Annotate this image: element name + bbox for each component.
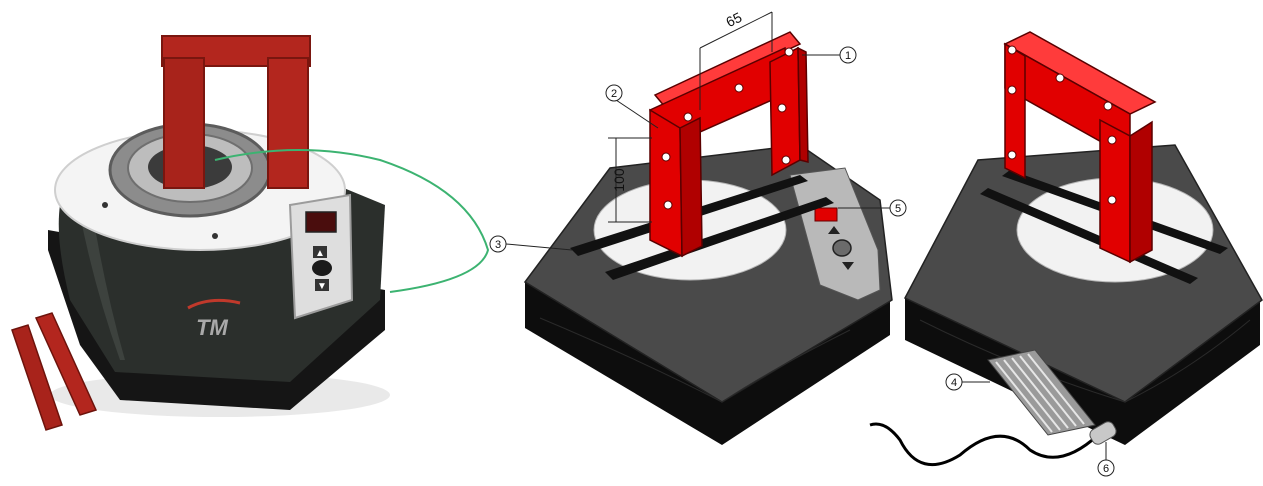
photo-yoke-leg-right (267, 57, 309, 189)
heater-diagram-front: 65 100 (523, 9, 893, 445)
photo-probe-wire (214, 149, 490, 293)
dim-width-line (699, 11, 773, 49)
photo-screw (102, 202, 108, 208)
callout-label-6: 6 (1103, 463, 1109, 475)
photo-screw (212, 233, 218, 239)
callout-circle-1 (839, 46, 857, 64)
back-yoke-bolts (1007, 45, 1117, 205)
photo-spare-bar (34, 312, 98, 416)
front-yoke-top-face (653, 31, 802, 108)
dim-width-label: 65 (723, 9, 744, 30)
callout-circle-3 (489, 235, 507, 253)
callouts: 1 2 3 4 5 6 (489, 46, 1115, 477)
callout-label-4: 4 (951, 377, 957, 389)
callout-circle-2 (605, 84, 623, 102)
front-display (814, 207, 838, 222)
photo-button-up-label: ▲ (315, 248, 325, 259)
callout-circle-6 (1097, 459, 1115, 477)
photo-logo-arc (187, 298, 241, 310)
callout-label-5: 5 (895, 203, 901, 215)
dim-height-label: 100 (611, 168, 627, 192)
back-yoke-leg-left (1004, 42, 1026, 180)
heater-diagram-back (869, 31, 1263, 467)
front-housing-contour (539, 317, 851, 403)
front-yoke-bolts (661, 47, 794, 210)
front-rail-front (605, 197, 834, 280)
callout-circle-5 (889, 199, 907, 217)
back-housing-contour (919, 319, 1251, 403)
front-button-down (842, 262, 854, 270)
callout-label-3: 3 (495, 239, 501, 251)
front-button-start (832, 239, 852, 257)
callout-label-2: 2 (611, 88, 617, 100)
front-yoke-leg-left-side (679, 116, 703, 258)
back-heat-sink-fins (995, 353, 1085, 433)
callout-circle-4 (945, 373, 963, 391)
callout-label-1: 1 (845, 50, 851, 62)
heater-photo: ▲ ▼ TM (11, 35, 490, 431)
back-power-cable (869, 422, 1100, 467)
back-yoke-leg-right-side (1129, 120, 1153, 264)
photo-display (305, 211, 337, 233)
photo-housing-highlight (80, 210, 125, 360)
callout-leader-3 (505, 243, 573, 251)
front-yoke-leg-left (649, 108, 683, 258)
front-button-up (828, 226, 840, 234)
back-rail-front (980, 188, 1198, 284)
photo-button-start (312, 260, 332, 276)
photo-button-down-label: ▼ (317, 281, 327, 292)
photo-yoke-leg-left (163, 57, 205, 189)
back-heat-sink (987, 349, 1096, 436)
photo-spare-bar (11, 324, 63, 431)
photo-logo: TM (196, 315, 228, 340)
callout-leader-2 (615, 99, 659, 129)
photo-button-up (313, 246, 327, 258)
back-cable-gland (1089, 421, 1117, 445)
front-yoke-leg-right-side (797, 46, 809, 163)
photo-button-down (315, 279, 329, 291)
